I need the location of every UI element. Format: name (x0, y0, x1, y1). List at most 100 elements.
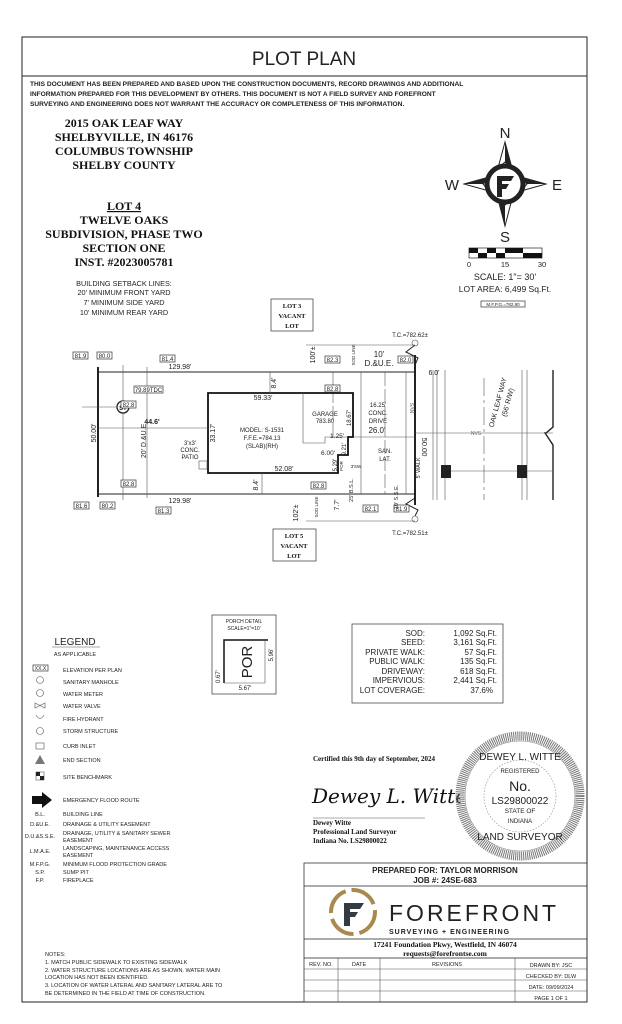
abbreviation: B.L. (35, 812, 45, 818)
surveyor-role: Professional Land Surveyor (313, 828, 397, 836)
prepared-for: PREPARED FOR: TAYLOR MORRISON (372, 866, 518, 875)
address-line: SHELBY COUNTY (72, 158, 176, 172)
quantity-value: 57 Sq.Ft. (465, 648, 497, 657)
site-plan: LOT 3 VACANT LOT LOT 5 VACANT LOT ST (82, 298, 554, 562)
address-block: 2015 OAK LEAF WAY SHELBYVILLE, IN 46176 … (55, 116, 193, 172)
elevation-label: 80.0 (99, 354, 111, 360)
company-tagline: SURVEYING + ENGINEERING (389, 929, 510, 936)
setback-line: 7' MINIMUM SIDE YARD (84, 298, 165, 307)
company-email: requests@forefrontse.com (403, 949, 488, 958)
setback-line: 20' MINIMUM FRONT YARD (77, 288, 170, 297)
abbreviation: D.U.&S.S.E. (25, 834, 56, 840)
compass-east: E (552, 177, 562, 194)
curb-inlet-icon (441, 465, 451, 478)
lot5-label: VACANT (281, 543, 309, 550)
seal-state: INDIANA (508, 819, 532, 825)
lot5-label: LOT 5 (285, 533, 304, 540)
nvs-label: NVS (410, 402, 416, 413)
abbreviation-meaning: SUMP PIT (63, 870, 90, 876)
lot3-label: VACANT (279, 313, 307, 320)
curb-inlet-icon (517, 465, 527, 478)
quantity-value: 2,441 Sq.Ft. (453, 676, 497, 685)
quantity-label: PUBLIC WALK: (369, 657, 425, 666)
elevation-label: 80.2 (102, 504, 114, 510)
notes: NOTES: 1. MATCH PUBLIC SIDEWALK TO EXIST… (45, 952, 223, 997)
elevation-label: 81.3 (158, 509, 170, 515)
elevation-label: 81.9 (75, 354, 87, 360)
dim-label: 26.0' (368, 426, 386, 435)
setback-line: 10' MINIMUM REAR YARD (80, 308, 168, 317)
lot-description: LOT 4 TWELVE OAKS SUBDIVISION, PHASE TWO… (45, 199, 203, 269)
page-number: PAGE 1 OF 1 (534, 996, 567, 1002)
disclaimer: THIS DOCUMENT HAS BEEN PREPARED AND BASE… (30, 81, 463, 108)
mfpg-value: M.F.P.G.=782.80 (486, 302, 520, 307)
scale-tick: 0 (467, 260, 471, 269)
house-footprint (207, 392, 354, 474)
water-valve-icon (34, 702, 46, 709)
quantity-label: PRIVATE WALK: (365, 648, 425, 657)
sheet-border (21, 36, 588, 1003)
disclaimer-line: THIS DOCUMENT HAS BEEN PREPARED AND BASE… (30, 81, 463, 88)
dim-label: 50.00 (420, 438, 429, 457)
compass-west: W (445, 177, 460, 194)
fire-hydrant-icon (35, 714, 45, 719)
lot3-label: LOT (285, 323, 299, 330)
notes-title: NOTES: (45, 952, 66, 958)
legend-label: CURB INLET (63, 744, 96, 750)
dim-label: 25' B.S.L. (349, 478, 355, 502)
dim-label: 59.33' (254, 395, 273, 402)
dim-label: 44.6' (144, 419, 160, 426)
dim-label: 8.4' (253, 479, 260, 490)
nvs-label: NVS (471, 431, 482, 437)
dim-label: 9.21' (342, 443, 348, 456)
abbreviation: S.P. (35, 870, 45, 876)
seal-state-of: STATE OF (505, 808, 536, 815)
porch-label: POR (339, 460, 344, 471)
abbreviation-meaning: DRAINAGE, UTILITY & SANITARY SEWER (63, 831, 171, 837)
dim-label: 18.67' (347, 410, 353, 426)
legend-label: WATER VALVE (63, 704, 101, 710)
setback-line: BUILDING SETBACK LINES: (76, 279, 172, 288)
drive-label: 16.25' (370, 403, 386, 409)
abbreviation: L.M.A.E. (29, 849, 51, 855)
lot5-label: LOT (287, 553, 301, 560)
legend-label: ELEVATION PER PLAN (63, 668, 122, 674)
dim-label: 129.98' (169, 364, 192, 371)
elevation-label: 81.6 (76, 504, 88, 510)
certification-statement: Certified this 9th day of September, 202… (313, 755, 436, 763)
quantity-value: 135 Sq.Ft. (460, 657, 497, 666)
elevation-label: 82.8 (123, 403, 135, 409)
garage-elevation: 783.80 (316, 419, 335, 425)
abbreviation-meaning: DRAINAGE & UTILITY EASEMENT (63, 822, 151, 828)
drawing-date: DATE: 09/09/2024 (529, 985, 574, 991)
abbreviation-meaning: EASEMENT (63, 838, 94, 844)
address-line: COLUMBUS TOWNSHIP (55, 144, 193, 158)
checked-by: CHECKED BY: DLW (526, 974, 577, 980)
elevation-label: 82.0 (400, 358, 412, 364)
quantity-label: SOD: (405, 629, 425, 638)
revisions-header: REVISIONS (432, 962, 462, 968)
storm-structure-icon (36, 727, 44, 735)
porch-detail-scale: SCALE=1"=10' (227, 626, 260, 632)
abbreviation-meaning: BUILDING LINE (63, 812, 103, 818)
easement-label: D.&U.E. (365, 359, 394, 368)
disclaimer-line: INFORMATION PREPARED FOR THIS DEVELOPMEN… (30, 91, 436, 98)
abbreviation: M.F.P.G. (30, 862, 51, 868)
porch-dim: 5.96' (269, 649, 275, 662)
plan-dimensions: 129.98' 129.98' 59.33' 52.08' 44.6' 8.4'… (91, 344, 440, 521)
end-section-icon (35, 755, 45, 764)
surveyor-signature: Dewey L. Witte (311, 784, 467, 808)
company-address: 17241 Foundation Pkwy, Westfield, IN 460… (373, 940, 517, 949)
surveyor-seal: DEWEY L. WITTE REGISTERED No. LS29800022… (455, 731, 585, 861)
quantity-label: DRIVEWAY: (381, 667, 425, 676)
plan-notes: MODEL: S-1531 F.F.E.=784.13 (SLAB)(RH) G… (180, 333, 515, 537)
legend-title: LEGEND (54, 637, 95, 648)
disclaimer-line: SURVEYING AND ENGINEERING DOES NOT WARRA… (30, 101, 404, 108)
porch-detail-title: PORCH DETAIL (226, 619, 263, 625)
elevation-label: 82.3 (327, 358, 339, 364)
abbreviation: D.&U.E. (30, 822, 50, 828)
address-line: SHELBYVILLE, IN 46176 (55, 130, 193, 144)
legend-label: SANITARY MANHOLE (63, 680, 119, 686)
elevation-label: 82.8 (313, 484, 325, 490)
